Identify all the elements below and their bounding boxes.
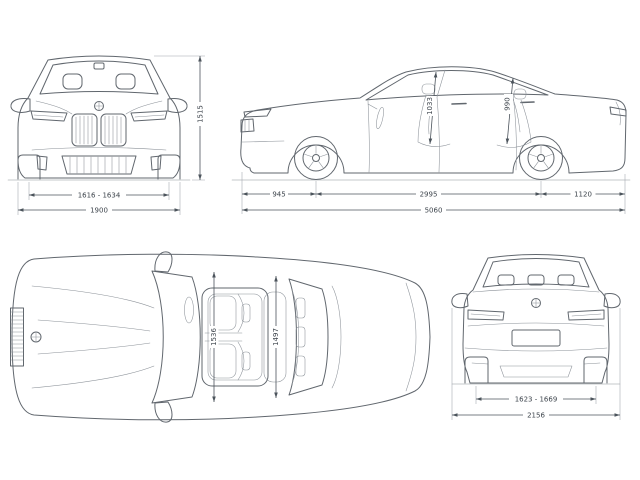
grille-slats <box>10 311 24 361</box>
label-bg <box>416 189 441 199</box>
track-width-label: 1616 - 1634 <box>78 192 121 200</box>
bmw-roundel-icon <box>94 101 104 111</box>
side-view-dimensions: 1033 990 945 2995 1120 5060 <box>241 71 626 215</box>
top-view: 1536 1497 <box>10 251 431 423</box>
extension-lines <box>451 308 621 420</box>
steering-wheel <box>376 106 384 130</box>
front-view-car <box>7 55 191 181</box>
wheelbase-label: 2995 <box>420 191 438 199</box>
label-bg <box>426 96 436 116</box>
label-bg <box>421 205 446 215</box>
front-overhang-label: 945 <box>272 191 285 199</box>
label-bg <box>523 410 549 420</box>
headrest-left <box>62 73 83 90</box>
hood-creases <box>31 285 155 389</box>
car-body-outline <box>17 55 181 179</box>
bumper-line <box>31 147 167 151</box>
rearview-mirror <box>93 62 105 70</box>
label-bg <box>270 189 288 199</box>
grille-slats <box>244 119 250 132</box>
label-bg <box>86 205 112 215</box>
taillights <box>467 309 605 321</box>
roof-inner-line <box>207 293 263 381</box>
windshield <box>39 60 159 95</box>
rear-view-dimensions: 1623 - 1669 2156 <box>451 308 621 420</box>
side-mirrors <box>451 293 621 309</box>
grille-slats <box>75 115 122 145</box>
tires <box>464 356 608 384</box>
taillight <box>609 106 627 117</box>
top-view-dimensions: 1536 1497 <box>209 272 281 402</box>
rear-wheel <box>519 136 563 180</box>
body-detail-lines <box>240 101 621 143</box>
headlight-inner-lines <box>33 114 165 118</box>
bumper-line <box>464 347 608 352</box>
rear-window <box>482 258 590 288</box>
front-headroom-label: 1033 <box>426 97 434 115</box>
headrest-left <box>497 274 515 286</box>
kidney-grille-left <box>71 113 98 147</box>
overall-width-mirrors-label: 2156 <box>527 412 545 420</box>
kidney-grille-right <box>100 113 127 147</box>
headlights <box>30 110 168 122</box>
rear-headroom-label: 990 <box>503 97 511 110</box>
interior-seats <box>184 289 306 385</box>
greenhouse-glass <box>365 70 549 101</box>
tires <box>17 154 181 180</box>
car-body-outline <box>240 66 627 174</box>
front-view: 1515 1616 - 1634 1900 <box>7 55 205 215</box>
label-bg <box>509 394 563 404</box>
height-label: 1515 <box>196 105 204 123</box>
overall-length-label: 5060 <box>425 207 443 215</box>
rear-overhang-label: 1120 <box>574 191 592 199</box>
side-mirror-left <box>10 98 31 113</box>
side-view-car <box>231 66 631 181</box>
label-bg <box>504 94 513 114</box>
overall-width-label: 1900 <box>90 207 108 215</box>
hood-creases <box>35 100 163 115</box>
diffuser-lines <box>471 362 601 378</box>
panoramic-roof <box>201 287 269 387</box>
label-bg <box>72 190 126 200</box>
label-bg <box>195 102 205 126</box>
front-grille <box>10 307 24 367</box>
car-body-outline <box>11 253 431 421</box>
door-handles <box>451 101 535 105</box>
intake-slats <box>69 156 127 174</box>
license-plate <box>511 329 561 347</box>
front-interior-width-label: 1536 <box>210 328 218 346</box>
headrest-right <box>557 274 575 286</box>
rear-interior-width-label: 1497 <box>272 328 280 346</box>
bmw-roundel-icon <box>30 331 42 343</box>
headlight <box>243 108 272 118</box>
lower-intake <box>61 155 137 175</box>
pillar-and-door-lines <box>367 69 517 173</box>
bmw-roundel-icon <box>531 298 541 308</box>
rear-track-label: 1623 - 1669 <box>515 396 558 404</box>
rear-view-car <box>451 254 621 385</box>
headrest-center <box>527 274 545 286</box>
windshield <box>151 270 201 404</box>
side-mirrors <box>154 251 173 423</box>
label-bg <box>570 189 596 199</box>
extension-lines <box>17 55 205 215</box>
shoulder-line <box>472 288 600 293</box>
rear-view: 1623 - 1669 2156 <box>451 254 621 420</box>
trunk-lines <box>331 282 417 392</box>
taillight-inner-lines <box>470 313 602 317</box>
front-wheel <box>294 136 338 180</box>
front-view-dimensions: 1515 1616 - 1634 1900 <box>17 55 205 215</box>
side-mirror-right <box>167 98 188 113</box>
steering-wheel <box>184 296 194 324</box>
trunk-cut-line <box>467 322 605 327</box>
side-view: 1033 990 945 2995 1120 5060 <box>231 66 631 215</box>
label-bg <box>209 326 219 348</box>
side-scoops <box>36 155 162 171</box>
front-grille <box>240 118 255 133</box>
top-view-car <box>10 251 431 423</box>
rear-window <box>288 278 329 396</box>
headrest-right <box>115 73 136 90</box>
label-bg <box>271 326 281 348</box>
